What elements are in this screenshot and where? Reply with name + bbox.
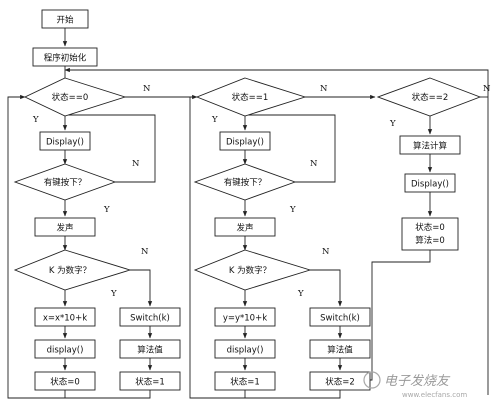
edge-y-isnum-b: Y bbox=[297, 289, 304, 299]
watermark-main: 电子发烧友 bbox=[384, 374, 451, 389]
set-state0-label: 状态=0 bbox=[50, 377, 80, 388]
display-small-node-a bbox=[34, 339, 96, 359]
state0-label: 状态==0 bbox=[52, 92, 89, 103]
key-label-a: 有键按下？ bbox=[44, 177, 87, 188]
xcalc-label: x=x*10+k bbox=[43, 314, 87, 324]
edge-y-state0: Y bbox=[32, 115, 39, 125]
ycalc-label: y=y*10+k bbox=[223, 314, 267, 324]
xcalc-node bbox=[34, 307, 96, 327]
state0-decision bbox=[23, 77, 127, 117]
key-decision-a bbox=[13, 163, 117, 201]
isnum-label-b: K 为数字？ bbox=[229, 265, 271, 276]
switch-label-a: Switch(k) bbox=[130, 314, 170, 324]
watermark-sub: www.elecfans.com bbox=[402, 391, 467, 399]
edge-y-state2: Y bbox=[389, 119, 396, 129]
algo-calc-label: 算法计算 bbox=[413, 141, 448, 152]
set-state1-node-a bbox=[119, 371, 181, 391]
isnum-decision-a bbox=[13, 249, 132, 291]
key-decision-b bbox=[193, 163, 297, 201]
display-node-c bbox=[404, 173, 456, 193]
watermark-logo-icon bbox=[363, 371, 381, 389]
set-state0-node bbox=[34, 371, 96, 391]
state2-label: 状态==2 bbox=[412, 92, 449, 103]
state1-decision bbox=[195, 77, 307, 117]
isnum-label-a: K 为数字？ bbox=[49, 265, 91, 276]
edge-y-state1: Y bbox=[211, 115, 218, 125]
switch-node-b bbox=[309, 307, 371, 327]
final-state-label: 状态=0 bbox=[415, 222, 445, 233]
edge-n-isnum-b: N bbox=[322, 247, 330, 257]
set-state2-node bbox=[309, 371, 371, 391]
sound-node-a bbox=[34, 217, 96, 237]
edge-n-key-a: N bbox=[132, 159, 140, 169]
algo-value-node-a bbox=[119, 339, 181, 359]
edge-y-key-a: Y bbox=[103, 205, 110, 215]
final-reset-node bbox=[401, 217, 459, 251]
display-label-b: Display() bbox=[226, 138, 264, 148]
edge-n-isnum-a: N bbox=[141, 247, 149, 257]
edge-n-state2: N bbox=[483, 84, 491, 94]
switch-label-b: Switch(k) bbox=[320, 314, 360, 324]
isnum-decision-b bbox=[193, 249, 312, 291]
start-label: 开始 bbox=[56, 15, 74, 26]
edge-n-key-b: N bbox=[310, 159, 318, 169]
display-label-a: Display() bbox=[46, 138, 84, 148]
algo-calc-node bbox=[399, 135, 461, 155]
set-state1-label-a: 状态=1 bbox=[135, 377, 165, 388]
state1-label: 状态==1 bbox=[232, 92, 269, 103]
start-node bbox=[41, 9, 89, 29]
sound-label-a: 发声 bbox=[56, 223, 73, 234]
set-state1-label-b: 状态=1 bbox=[230, 377, 260, 388]
display-node-a bbox=[39, 131, 91, 151]
sound-node-b bbox=[214, 217, 276, 237]
display-small-node-b bbox=[214, 339, 276, 359]
watermark: 电子发烧友 www.elecfans.com bbox=[363, 371, 467, 399]
state2-decision bbox=[376, 77, 482, 117]
ycalc-node bbox=[214, 307, 276, 327]
algo-value-label-a: 算法值 bbox=[137, 345, 163, 356]
display-small-label-b: display() bbox=[227, 346, 264, 356]
algo-value-label-b: 算法值 bbox=[327, 345, 353, 356]
sound-label-b: 发声 bbox=[236, 223, 253, 234]
set-state1-node-b bbox=[214, 371, 276, 391]
edge-y-isnum-a: Y bbox=[110, 289, 117, 299]
connectors bbox=[7, 28, 489, 399]
final-algo-label: 算法=0 bbox=[415, 235, 445, 246]
edge-n-state0: N bbox=[143, 84, 151, 94]
init-label: 程序初始化 bbox=[44, 53, 87, 64]
key-label-b: 有键按下？ bbox=[224, 177, 267, 188]
switch-node-a bbox=[119, 307, 181, 327]
edge-y-key-b: Y bbox=[289, 205, 296, 215]
set-state2-label: 状态=2 bbox=[325, 377, 355, 388]
display-node-b bbox=[219, 131, 271, 151]
display-label-c: Display() bbox=[411, 180, 449, 190]
edge-n-state1: N bbox=[320, 84, 328, 94]
algo-value-node-b bbox=[309, 339, 371, 359]
display-small-label-a: display() bbox=[47, 346, 84, 356]
init-node bbox=[32, 47, 98, 67]
